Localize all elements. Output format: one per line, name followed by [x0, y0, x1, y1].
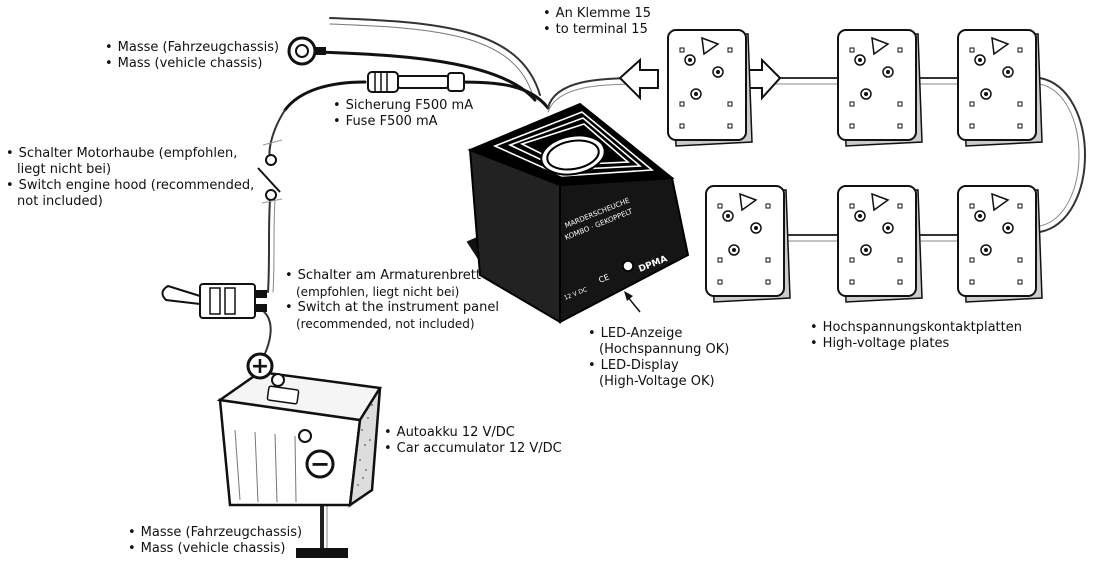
- contact-plate: [957, 185, 1043, 303]
- led-indicator: [622, 260, 634, 272]
- mass-top-label-en: Mass (vehicle chassis): [105, 56, 279, 72]
- hood-switch-label-en: Switch engine hood (recommended,: [6, 178, 255, 194]
- led-pointer-arrow: [624, 291, 641, 313]
- ground-bar-icon: [296, 548, 348, 558]
- plus-terminal-icon: +: [246, 352, 274, 380]
- car-battery-icon: [216, 370, 383, 508]
- fuse-wire: [458, 80, 550, 110]
- feed-wire: [268, 109, 286, 159]
- mass-wire-top: [316, 50, 537, 102]
- ring-terminal-icon: [287, 36, 326, 66]
- dash-switch-label-de-cont: (empfohlen, liegt nicht bei): [296, 285, 460, 299]
- high-voltage-plates: [667, 29, 1043, 303]
- dash-toggle-switch-icon: [161, 283, 267, 319]
- led-label-en-cont: (High-Voltage OK): [599, 374, 715, 389]
- terminal15-label-en: to terminal 15: [543, 22, 651, 38]
- dash-switch-label-en: Switch at the instrument panel: [285, 300, 499, 316]
- fuse-holder-icon: [367, 71, 465, 93]
- plates-label: Hochspannungskontaktplatten High-voltage…: [810, 320, 1022, 352]
- contact-plate: [837, 185, 923, 303]
- mass-top-label-de: Masse (Fahrzeugchassis): [105, 40, 279, 56]
- terminal15-label: An Klemme 15 to terminal 15: [543, 6, 651, 38]
- battery-plus-wire: [261, 309, 272, 361]
- fuse-label-en: Fuse F500 mA: [333, 114, 473, 130]
- dash-switch-label-de: Schalter am Armaturenbrett: [285, 268, 499, 284]
- plus-symbol: +: [251, 354, 269, 379]
- hood-switch-label-de: Schalter Motorhaube (empfohlen,: [6, 146, 254, 162]
- contact-plate: [957, 29, 1043, 147]
- fuse-label: Sicherung F500 mA Fuse F500 mA: [333, 98, 473, 130]
- led-label-de: LED-Anzeige: [588, 326, 729, 342]
- hood-switch-icon: [257, 139, 283, 204]
- led-label-de-cont: (Hochspannung OK): [599, 342, 730, 357]
- dash-switch-label: Schalter am Armaturenbrett (empfohlen, l…: [285, 268, 499, 332]
- contact-plate: [837, 29, 923, 147]
- right-arrow-icon: [747, 57, 782, 101]
- mass-bottom-label: Masse (Fahrzeugchassis) Mass (vehicle ch…: [128, 525, 302, 557]
- marten-repeller-device: MARDERSCHEUCHE KOMBO · GEKOPPELT 12 V DC…: [466, 102, 690, 324]
- dash-switch-label-en-cont: (recommended, not included): [296, 317, 475, 331]
- contact-plate: [667, 29, 753, 147]
- terminal15-wire: [329, 17, 541, 96]
- hood-switch-label-en-cont: not included): [17, 194, 103, 209]
- mass-bottom-label-de: Masse (Fahrzeugchassis): [128, 525, 302, 541]
- left-arrow-icon: [618, 57, 659, 101]
- led-label-en: LED-Display: [588, 358, 729, 374]
- mass-bottom-label-en: Mass (vehicle chassis): [128, 541, 302, 557]
- hood-switch-label-de-cont: liegt nicht bei): [17, 162, 112, 177]
- battery-label: Autoakku 12 V/DC Car accumulator 12 V/DC: [384, 425, 562, 457]
- plates-label-de: Hochspannungskontaktplatten: [810, 320, 1022, 336]
- minus-terminal-icon: −: [305, 449, 335, 479]
- battery-label-en: Car accumulator 12 V/DC: [384, 441, 562, 457]
- plates-label-en: High-voltage plates: [810, 336, 1022, 352]
- device-small-print-ce: CE: [597, 273, 610, 285]
- terminal15-label-de: An Klemme 15: [543, 6, 651, 22]
- minus-symbol: −: [310, 450, 330, 478]
- contact-plate: [705, 185, 791, 303]
- led-label: LED-Anzeige (Hochspannung OK) LED-Displa…: [588, 326, 729, 390]
- fuse-label-de: Sicherung F500 mA: [333, 98, 473, 114]
- battery-label-de: Autoakku 12 V/DC: [384, 425, 562, 441]
- hood-switch-label: Schalter Motorhaube (empfohlen, liegt ni…: [6, 146, 254, 210]
- mass-top-label: Masse (Fahrzeugchassis) Mass (vehicle ch…: [105, 40, 279, 72]
